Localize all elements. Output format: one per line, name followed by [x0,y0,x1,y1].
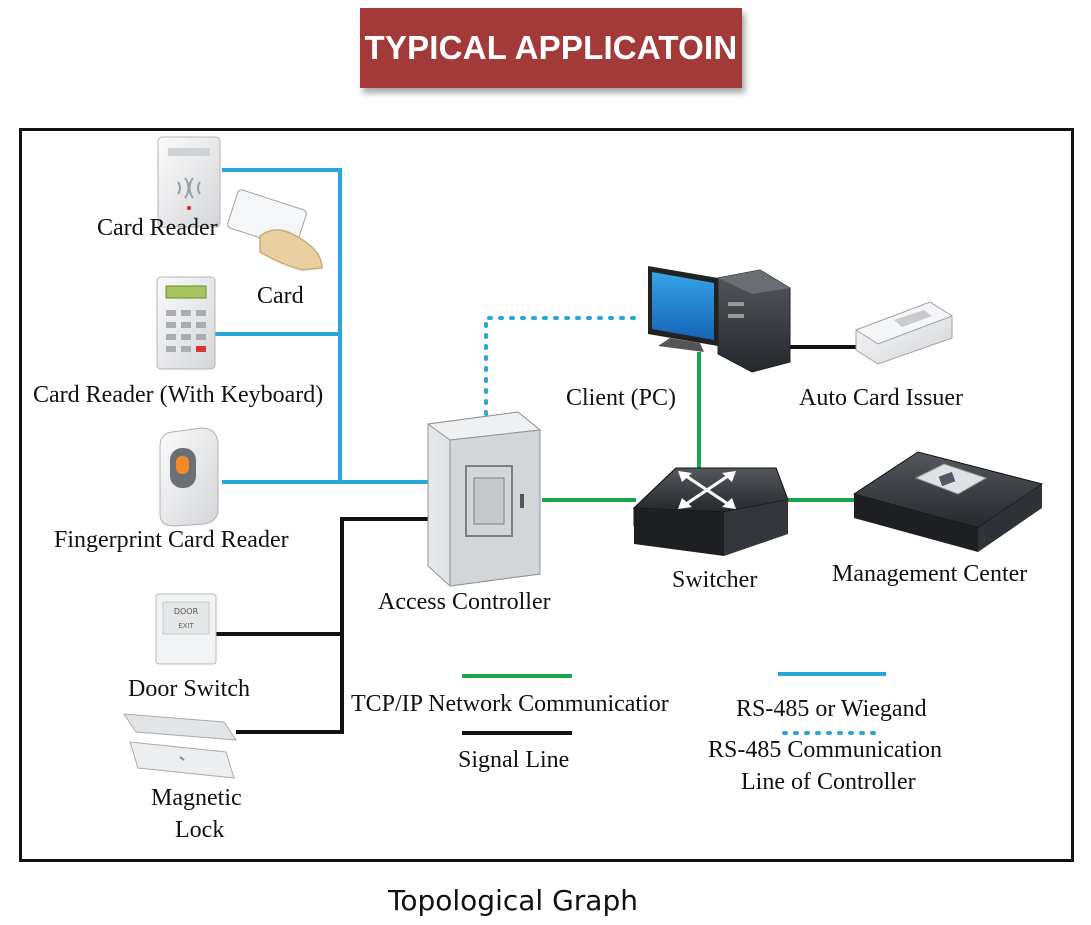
card-in-hand-icon [227,189,323,271]
access-controller-label: Access Controller [378,589,551,615]
magnetic-lock-label-line1: Magnetic [151,785,242,811]
rs485-controller-dotted-line [484,316,642,416]
legend-tcpip-label: TCP/IP Network Communicatior [351,691,669,717]
legend-rs485-wiegand-label: RS-485 or Wiegand [736,696,927,722]
management-center-label: Management Center [832,561,1027,587]
auto-card-issuer-icon [854,301,954,365]
tcpip-network-lines [542,352,856,502]
management-center-icon [852,451,1044,552]
node-labels: Card Reader Card Card Reader (With Keybo… [33,215,1027,843]
switcher-icon [632,467,789,556]
rs485-wiegand-lines [214,168,428,484]
legend-rs485-controller-label-line1: RS-485 Communication [708,737,942,763]
door-switch-label: Door Switch [128,676,250,702]
access-controller-icon [426,411,542,587]
card-reader-label: Card Reader [97,215,218,241]
door-switch-icon: DOOR EXIT [155,593,217,665]
legend: TCP/IP Network Communicatior Signal Line… [351,672,942,795]
fingerprint-reader-label: Fingerprint Card Reader [54,527,289,553]
door-plate-text: DOOR [174,607,199,616]
magnetic-lock-icon [123,713,237,779]
diagram-caption: Topological Graph [388,884,638,917]
card-reader-keyboard-icon [156,276,216,370]
fingerprint-reader-icon [159,427,219,527]
title-banner-text: TYPICAL APPLICATOIN [364,29,738,66]
card-reader-icon [157,136,221,228]
title-banner: TYPICAL APPLICATOIN [360,8,742,88]
auto-card-issuer-label: Auto Card Issuer [799,385,963,411]
card-reader-keyboard-label: Card Reader (With Keyboard) [33,382,323,408]
client-pc-icon [648,266,791,373]
magnetic-lock-label-line2: Lock [175,817,224,843]
exit-plate-text: EXIT [178,622,194,630]
card-label: Card [257,283,304,309]
legend-signal-label: Signal Line [458,747,569,773]
legend-rs485-controller-label-line2: Line of Controller [741,769,916,795]
switcher-label: Switcher [672,567,757,593]
client-pc-label: Client (PC) [566,385,676,411]
